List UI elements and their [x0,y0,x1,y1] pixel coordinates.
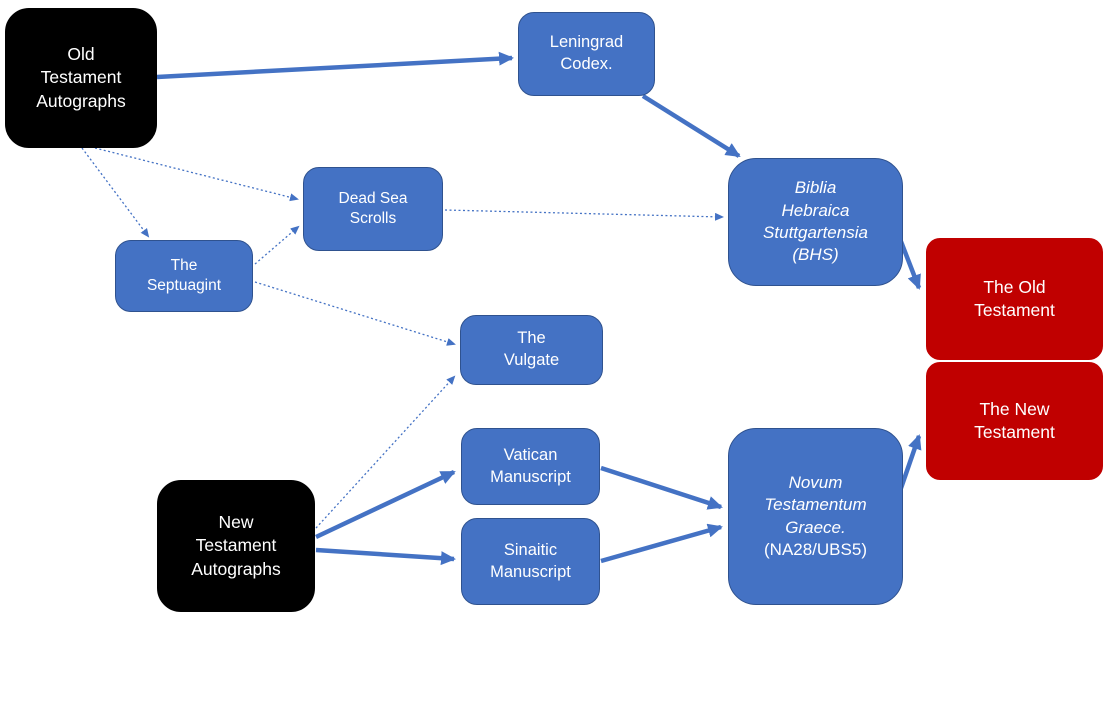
node-label: Old Testament Autographs [36,44,126,111]
edge-vatican-manuscript-to-novum-testamentum-graece [600,465,723,510]
edge-novum-testamentum-graece-to-the-new-testament [897,434,922,492]
edge-new-testament-autographs-to-vatican-manuscript [315,469,456,540]
node-label: Leningrad Codex. [549,33,624,73]
node-label: Vatican Manuscript [490,445,571,486]
edge-biblia-hebraica-stuttgartensia-to-the-old-testament [897,238,922,290]
node-new-testament-autographs: New Testament Autographs [157,480,315,612]
node-label: The Septuagint [146,256,222,294]
edge-dead-sea-scrolls-to-biblia-hebraica-stuttgartensia [444,209,724,221]
node-label: The Old Testament [974,276,1055,320]
node-the-old-testament: The Old Testament [926,238,1103,360]
edge-the-septuagint-to-dead-sea-scrolls [254,225,300,265]
edge-old-testament-autographs-to-dead-sea-scrolls [94,147,299,202]
edge-old-testament-autographs-to-the-septuagint [81,147,150,238]
node-old-testament-autographs: Old Testament Autographs [5,8,157,148]
node-sinaitic-manuscript: Sinaitic Manuscript [461,518,600,605]
node-label: The New Testament [974,398,1055,442]
node-label: Novum Testamentum Graece. [764,472,867,537]
edge-leningrad-codex-to-biblia-hebraica-stuttgartensia [641,94,741,158]
node-the-vulgate: The Vulgate [460,315,603,385]
node-label: Biblia Hebraica Stuttgartensia (BHS) [763,178,868,265]
node-leningrad-codex: Leningrad Codex. [518,12,655,96]
node-novum-testamentum-graece: Novum Testamentum Graece. (NA28/UBS5) [728,428,903,605]
node-sublabel: (NA28/UBS5) [764,539,867,559]
node-label: Dead Sea Scrolls [338,189,408,227]
node-label: New Testament Autographs [191,512,281,579]
edge-new-testament-autographs-to-sinaitic-manuscript [315,547,456,566]
node-dead-sea-scrolls: Dead Sea Scrolls [303,167,443,251]
node-biblia-hebraica-stuttgartensia: Biblia Hebraica Stuttgartensia (BHS) [728,158,903,286]
edge-old-testament-autographs-to-leningrad-codex [156,51,514,80]
edge-sinaitic-manuscript-to-novum-testamentum-graece [600,523,723,564]
node-the-new-testament: The New Testament [926,362,1103,480]
edge-the-septuagint-to-the-vulgate [254,281,456,346]
node-label: The Vulgate [503,329,560,369]
node-the-septuagint: The Septuagint [115,240,253,312]
node-vatican-manuscript: Vatican Manuscript [461,428,600,505]
node-label: Sinaitic Manuscript [490,540,571,581]
